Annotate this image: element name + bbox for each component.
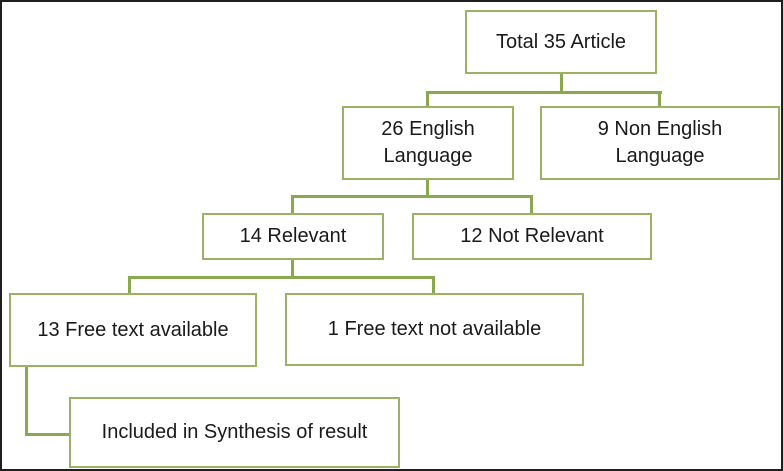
node-relevant-label: 14 Relevant bbox=[239, 225, 347, 247]
node-non-english-language: 9 Non English Language bbox=[540, 106, 780, 180]
node-not-relevant: 12 Not Relevant bbox=[412, 213, 652, 260]
node-english-language-label: 26 English Language bbox=[381, 118, 475, 167]
node-total-articles-label: Total 35 Article bbox=[495, 30, 627, 53]
connector-relevant-stem bbox=[291, 260, 294, 279]
connector-language-branch-bar bbox=[426, 91, 662, 94]
node-relevant: 14 Relevant bbox=[202, 213, 384, 260]
connector-free-text-elbow-bar bbox=[25, 433, 71, 436]
connector-drop-relevant bbox=[291, 195, 294, 214]
node-free-text-available-label: 13 Free text available bbox=[37, 318, 229, 341]
connector-english-stem bbox=[426, 180, 429, 198]
connector-drop-no-free-text bbox=[432, 276, 435, 294]
connector-free-text-elbow-stem bbox=[25, 367, 28, 436]
node-free-text-available: 13 Free text available bbox=[9, 293, 257, 367]
node-free-text-not-available: 1 Free text not available bbox=[285, 293, 584, 366]
node-non-english-language-label: 9 Non English Language bbox=[597, 118, 723, 167]
node-included-in-synthesis-label: Included in Synthesis of result bbox=[101, 421, 368, 443]
node-included-in-synthesis: Included in Synthesis of result bbox=[69, 397, 400, 468]
node-free-text-not-available-label: 1 Free text not available bbox=[327, 318, 542, 340]
connector-drop-free-text bbox=[128, 276, 131, 294]
connector-total-stem bbox=[560, 74, 563, 94]
connector-freetext-branch-bar bbox=[128, 276, 435, 279]
connector-relevance-branch-bar bbox=[291, 195, 533, 198]
node-english-language: 26 English Language bbox=[342, 106, 514, 180]
connector-drop-english bbox=[426, 91, 429, 107]
node-not-relevant-label: 12 Not Relevant bbox=[460, 225, 604, 247]
node-total-articles: Total 35 Article bbox=[465, 10, 657, 74]
connector-drop-non-english bbox=[658, 91, 661, 107]
connector-drop-not-relevant bbox=[530, 195, 533, 214]
